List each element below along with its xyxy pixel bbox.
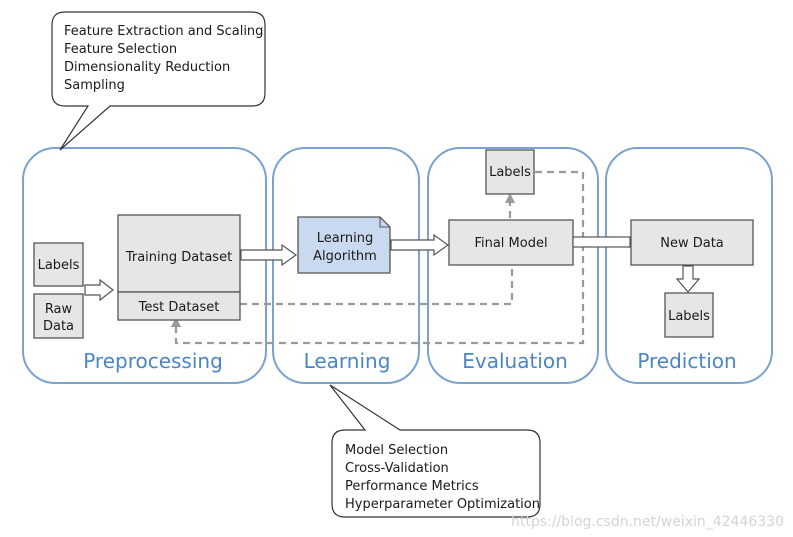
callout-item-2: Feature Selection [64,42,177,57]
training-dataset-box [117,214,241,293]
test-dataset-text: Test Dataset [138,300,220,315]
raw-data-box [33,293,84,339]
labels-eval-box [485,149,535,195]
learning-callout-item-2: Cross-Validation [345,461,449,476]
folded-corner [379,217,390,228]
training-dataset-text: Training Dataset [125,250,232,265]
evaluation-stage-label: Evaluation [462,349,568,373]
learning-callout [329,384,541,518]
callout-item-4: Sampling [64,78,125,93]
callout-item-1: Feature Extraction and Scaling [64,24,263,39]
final-model-text: Final Model [474,236,547,251]
learning-algorithm-box [297,216,391,274]
preprocessing-callout [51,11,266,151]
preprocessing-stage-label: Preprocessing [83,349,223,373]
learning-callout-item-4: Hyperparameter Optimization [345,497,540,512]
learning-stage-label: Learning [304,349,391,373]
labels-feedback-dash [171,170,585,345]
new-data-box [630,219,754,266]
labels-input-text: Labels [38,258,80,273]
raw-data-text-2: Data [43,319,74,334]
test-to-final-model-dash [240,262,514,306]
newdata-to-labels-arrow [675,265,701,293]
raw-data-arrow [84,278,114,302]
learning-callout-item-3: Performance Metrics [345,479,479,494]
algorithm-to-model-arrow [390,233,450,257]
learning-callout-item-1: Model Selection [345,443,448,458]
callout-item-3: Dimensionality Reduction [64,60,230,75]
model-to-newdata-connector [572,236,631,248]
labels-eval-text: Labels [489,165,531,180]
raw-data-text-1: Raw [45,302,73,317]
labels-prediction-box [664,292,714,338]
watermark-text: https://blog.csdn.net/weixin_42446330 [511,514,784,530]
labels-input-box [33,242,84,287]
learning-algorithm-text-1: Learning [317,231,373,246]
new-data-text: New Data [660,236,724,251]
labels-prediction-text: Labels [668,309,710,324]
prediction-stage-label: Prediction [637,349,736,373]
learning-algorithm-text-2: Algorithm [313,249,377,264]
training-to-algorithm-arrow [240,243,298,267]
test-dataset-box [117,291,241,321]
